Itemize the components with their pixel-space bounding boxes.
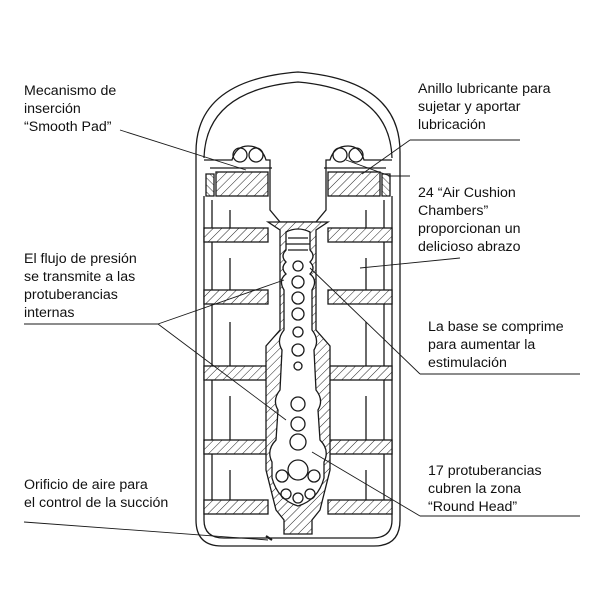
label-air-hole: Orificio de aire para el control de la s… (24, 477, 169, 511)
label-lubricant-ring: Anillo lubricante para sujetar y aportar… (418, 81, 551, 133)
ring-bump-left-2 (248, 147, 264, 163)
label-smooth-pad: Mecanismo de inserción “Smooth Pad” (24, 83, 117, 135)
label-base-compression: La base se comprime para aumentar la est… (428, 319, 564, 371)
label-round-head: 17 protuberancias cubren la zona “Round … (428, 463, 542, 515)
ring-bump-right-1 (332, 147, 348, 163)
smooth-pad-right (327, 171, 381, 197)
label-pressure-flow: El flujo de presión se transmite a las p… (24, 251, 137, 321)
outer-casing (195, 71, 401, 547)
ring-bump-left-1 (232, 147, 248, 163)
smooth-pad-left (215, 171, 269, 197)
inner-casing (203, 81, 393, 159)
label-air-cushion-chambers: 24 “Air Cushion Chambers” proporcionan u… (418, 185, 521, 255)
ring-bump-right-2 (348, 147, 364, 163)
